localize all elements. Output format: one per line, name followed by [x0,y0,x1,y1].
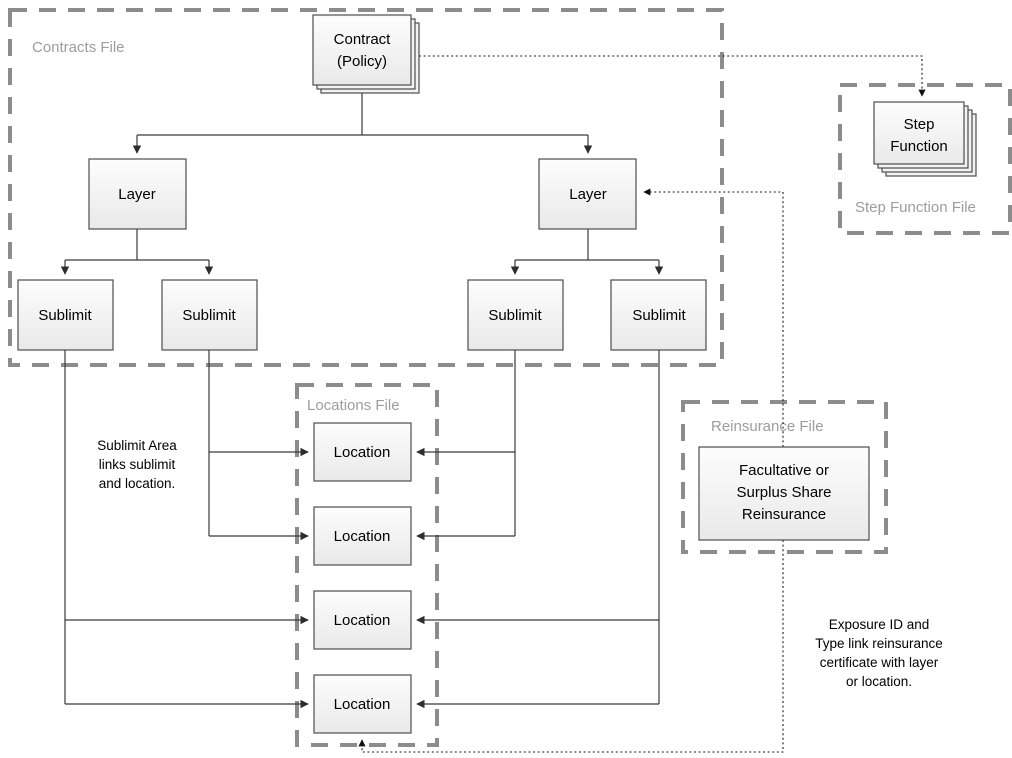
node-location-4[interactable]: Location [313,674,412,734]
node-layer-right[interactable]: Layer [538,158,637,230]
sublimit-3-label: Sublimit [488,307,542,324]
exposure-id-note-line-2: Type link reinsurance [815,636,943,651]
edge-layer-left-trunk [65,229,209,261]
node-step-function[interactable]: Step Function [873,101,977,177]
sublimit-4-label: Sublimit [632,307,686,324]
node-layer-left[interactable]: Layer [88,158,187,230]
node-location-2[interactable]: Location [313,506,412,566]
reinsurance-label-line-1: Facultative or [739,462,829,479]
location-4-label: Location [334,696,391,713]
node-sublimit-3[interactable]: Sublimit [467,279,564,351]
location-2-label: Location [334,528,391,545]
container-locations-file: Locations File [295,383,439,747]
node-contract[interactable]: Contract (Policy) [312,14,420,94]
location-3-label: Location [334,612,391,629]
sublimit-area-note-line-2: links sublimit [99,457,176,472]
exposure-id-note-line-3: certificate with layer [820,655,939,670]
container-step-function-file: Step Function File [838,83,1012,235]
edge-layer-right-trunk [515,229,659,261]
contract-label-line-1: Contract [334,31,392,48]
reinsurance-label-line-2: Surplus Share [736,484,831,501]
edge-reinsurance-to-layer-right [643,188,784,447]
node-sublimit-2[interactable]: Sublimit [161,279,258,351]
sublimit-area-note-line-1: Sublimit Area [97,438,177,453]
layer-right-label: Layer [569,186,607,203]
note-exposure-id: Exposure ID and Type link reinsurance ce… [815,617,943,689]
node-reinsurance[interactable]: Facultative or Surplus Share Reinsurance [698,446,870,541]
location-1-label: Location [334,444,391,461]
reinsurance-label-line-3: Reinsurance [742,506,826,523]
sublimit-1-label: Sublimit [38,307,92,324]
step-function-label-line-2: Function [890,138,948,155]
contracts-file-label: Contracts File [32,39,125,56]
step-function-file-label: Step Function File [855,199,976,216]
container-contracts-file: Contracts File [8,8,724,367]
container-reinsurance-file: Reinsurance File [681,400,888,554]
note-sublimit-area: Sublimit Area links sublimit and locatio… [97,438,177,491]
node-sublimit-1[interactable]: Sublimit [17,279,114,351]
exposure-id-note-line-4: or location. [846,674,912,689]
edge-reinsurance-to-location-4 [358,540,784,753]
edge-group-dotted [358,55,926,753]
exposure-id-note-line-1: Exposure ID and [829,617,930,632]
node-sublimit-4[interactable]: Sublimit [610,279,707,351]
edge-contract-to-step-function [419,55,926,97]
step-function-label-line-1: Step [904,116,935,133]
sublimit-area-note-line-3: and location. [99,476,176,491]
node-location-1[interactable]: Location [313,422,412,482]
node-location-3[interactable]: Location [313,590,412,650]
contract-label-line-2: (Policy) [337,53,387,70]
layer-left-label: Layer [118,186,156,203]
sublimit-2-label: Sublimit [182,307,236,324]
locations-file-label: Locations File [307,397,400,414]
reinsurance-file-label: Reinsurance File [711,418,824,435]
